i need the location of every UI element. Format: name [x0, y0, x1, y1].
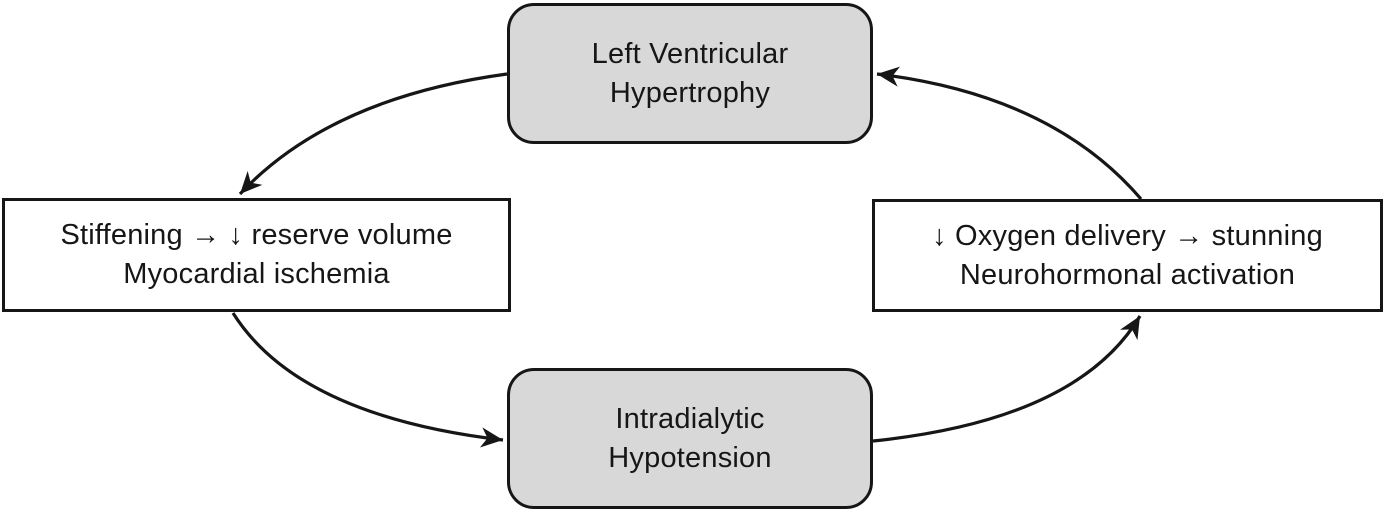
node-label-line: Intradialytic	[615, 402, 765, 435]
node-label-line: Stiffening → ↓ reserve volume	[60, 219, 453, 251]
node-label-line: Left Ventricular	[591, 37, 789, 70]
node-left-ventricular-hypertrophy: Left Ventricular Hypertrophy	[507, 3, 873, 144]
arrow-stiffening-to-idh	[231, 312, 504, 448]
node-stiffening-reserve-volume: Stiffening → ↓ reserve volume Myocardial…	[2, 198, 511, 312]
node-label-line: Hypertrophy	[609, 76, 771, 109]
node-intradialytic-hypotension: Intradialytic Hypotension	[507, 368, 873, 509]
node-oxygen-delivery-stunning: ↓ Oxygen delivery → stunning Neurohormon…	[872, 199, 1383, 312]
arrow-idh-to-oxygen	[872, 315, 1142, 443]
arrow-lvh-to-stiffening	[238, 72, 508, 196]
node-label-line: Hypotension	[608, 441, 772, 474]
node-label-line: ↓ Oxygen delivery → stunning	[932, 219, 1323, 252]
node-label-line: Neurohormonal activation	[959, 258, 1296, 291]
node-label-line: Myocardial ischemia	[123, 258, 390, 290]
arrow-oxygen-to-lvh	[876, 66, 1143, 201]
